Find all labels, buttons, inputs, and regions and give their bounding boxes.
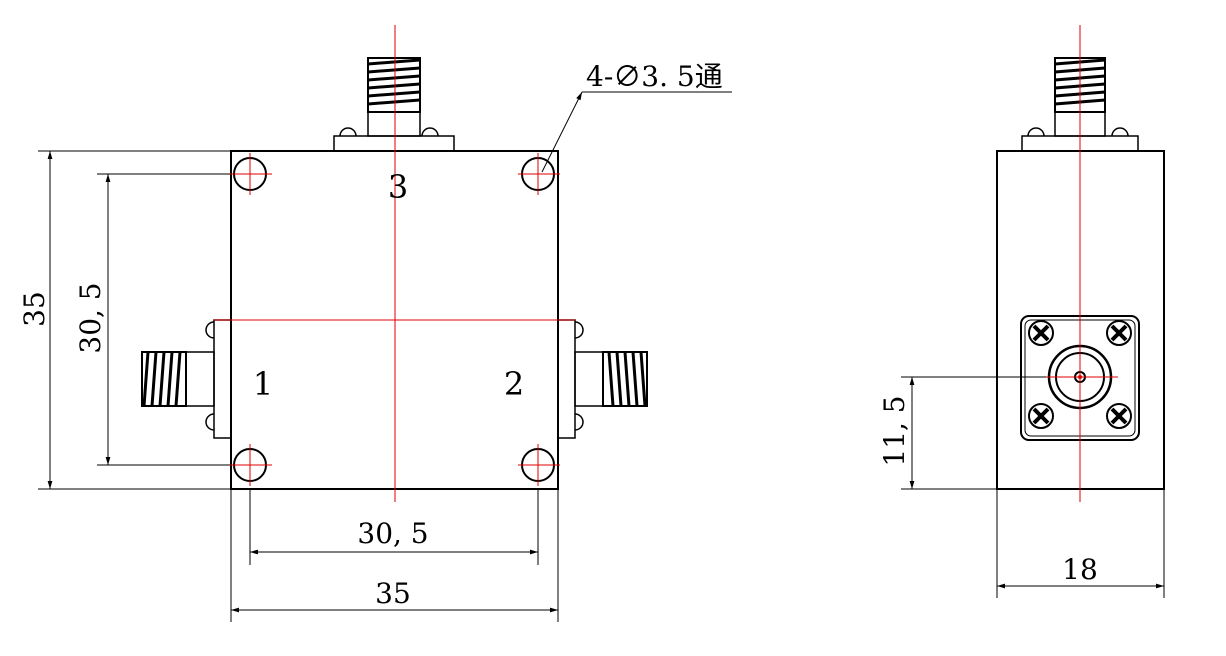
centerlines bbox=[214, 25, 575, 502]
left-connector bbox=[141, 319, 232, 439]
dim-height-outer: 35 bbox=[18, 151, 53, 489]
dim-connector-height: 11, 5 bbox=[878, 377, 915, 489]
dim-side-width: 18 bbox=[997, 553, 1164, 589]
dim-connector-height-label: 11, 5 bbox=[878, 395, 911, 466]
dim-width-holes: 30, 5 bbox=[250, 517, 538, 555]
screw-icon bbox=[1106, 320, 1132, 346]
right-connector bbox=[557, 319, 648, 439]
hole-callout-label: 4-∅3. 5通 bbox=[586, 60, 723, 93]
mounting-holes bbox=[230, 153, 560, 486]
screw-icon bbox=[1028, 320, 1054, 346]
dim-width-outer: 35 bbox=[231, 577, 558, 613]
screw-icon bbox=[1028, 403, 1054, 429]
port-label-3: 3 bbox=[388, 168, 408, 206]
side-extension-lines bbox=[901, 376, 1165, 598]
side-view: 11, 5 18 bbox=[878, 25, 1165, 598]
port-label-1: 1 bbox=[253, 365, 273, 403]
dim-width-holes-label: 30, 5 bbox=[357, 517, 428, 550]
top-connector bbox=[333, 57, 455, 152]
dim-width-outer-label: 35 bbox=[375, 577, 411, 610]
dim-height-holes: 30, 5 bbox=[74, 174, 111, 465]
extension-lines bbox=[38, 150, 559, 622]
hole-callout: 4-∅3. 5通 bbox=[541, 60, 732, 173]
port-label-2: 2 bbox=[504, 365, 524, 403]
screw-icon bbox=[1106, 403, 1132, 429]
side-centerlines bbox=[1042, 25, 1118, 502]
dim-height-holes-label: 30, 5 bbox=[74, 282, 107, 353]
dim-height-outer-label: 35 bbox=[18, 291, 51, 327]
front-view: 3 1 2 35 30, 5 30, 5 bbox=[18, 25, 732, 622]
dim-side-width-label: 18 bbox=[1062, 553, 1098, 586]
